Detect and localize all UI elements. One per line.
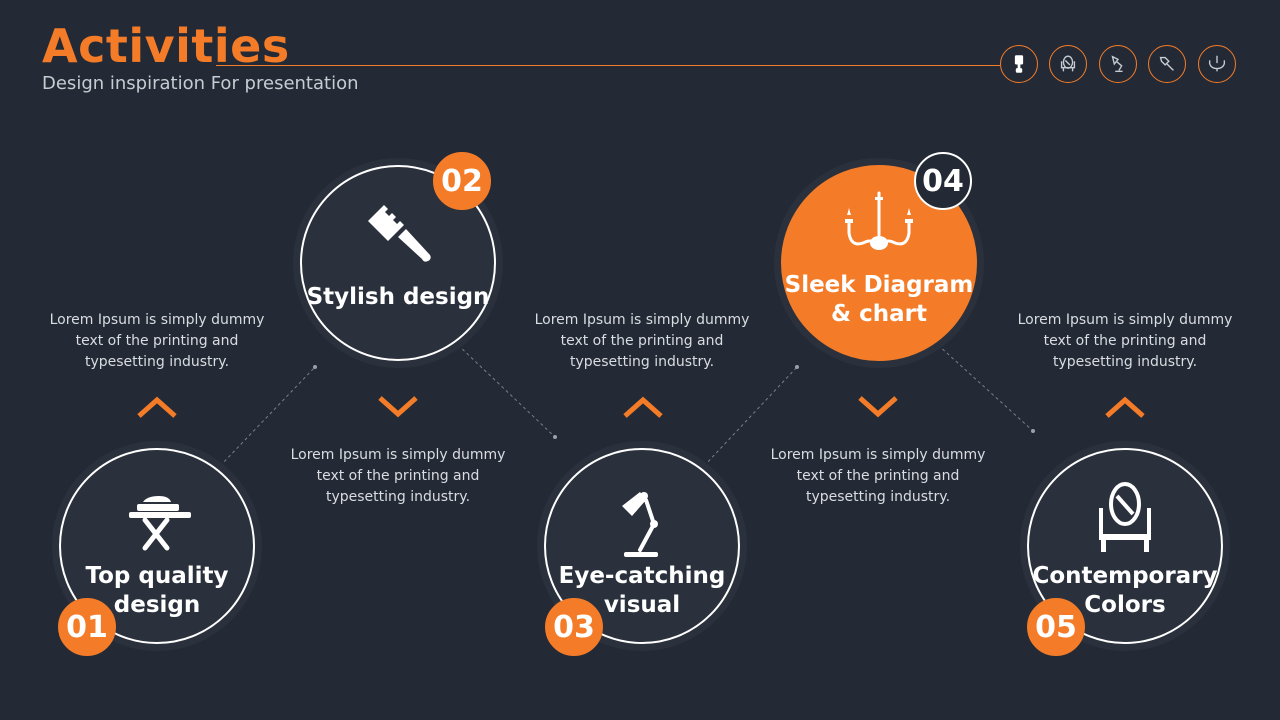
nav-chandelier-icon[interactable] [1198,45,1236,83]
step-5-inner: Contemporary Colors [1027,448,1223,644]
desk-lamp-icon [1111,55,1123,73]
step-2-title: Stylish design [306,284,490,310]
title-divider [216,65,1000,66]
step-3-title: Eye-catching [558,563,726,589]
step-3-subtitle: visual [603,592,681,618]
step-3-description: Lorem Ipsum is simply dummy text of the … [534,312,750,370]
brush-icon [368,205,431,262]
iron-icon [129,496,191,551]
chevron-up-icon [623,396,663,418]
chandelier-icon [1208,55,1226,72]
chevron-down-icon [378,396,418,418]
mirror-icon [1060,55,1076,72]
chevron-up-icon [1105,396,1145,418]
step-4-subtitle: & chart [831,301,927,327]
step-5-title: Contemporary [1032,563,1218,589]
step-4-description: Lorem Ipsum is simply dummy text of the … [770,447,986,505]
step-4-title: Sleek Diagram [784,272,974,298]
nav-mirror-icon[interactable] [1049,45,1087,83]
chevron-down-icon [858,396,898,418]
step-1-description: Lorem Ipsum is simply dummy text of the … [49,312,265,370]
step-2-badge: 02 [433,152,491,210]
step-5-subtitle: Colors [1084,592,1166,618]
nav-lamp-icon[interactable] [1000,45,1038,83]
chevron-up-icon [137,396,177,418]
step-5-circle: Contemporary Colors [1020,441,1230,651]
step-2-description: Lorem Ipsum is simply dummy text of the … [290,447,506,505]
desk-lamp-icon [622,492,658,557]
step-5-description: Lorem Ipsum is simply dummy text of the … [1017,312,1233,370]
step-1-badge: 01 [58,598,116,656]
chandelier-icon [845,191,913,250]
step-5-badge: 05 [1027,598,1085,656]
step-1-subtitle: design [113,592,201,618]
page-subtitle: Design inspiration For presentation [42,73,359,94]
step-3-circle: Eye-catching visual [537,441,747,651]
step-3-badge: 03 [545,598,603,656]
lamp-icon [1014,55,1024,73]
mirror-icon [1099,482,1151,552]
nav-desk-lamp-icon[interactable] [1099,45,1137,83]
nav-brush-icon[interactable] [1148,45,1186,83]
step-1-title: Top quality [85,563,229,589]
step-4-badge: 04 [914,152,972,210]
page-title: Activities [42,19,290,73]
brush-icon [1159,56,1174,71]
